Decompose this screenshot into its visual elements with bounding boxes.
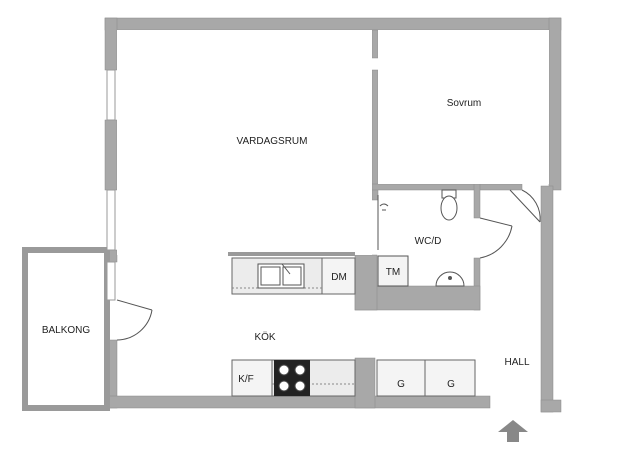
cabinet-2 <box>424 359 476 397</box>
bathroom-fixtures <box>377 189 465 287</box>
fridge-box <box>231 359 273 397</box>
label-kitchen: KÖK <box>254 331 275 343</box>
label-cabinet-1: G <box>397 379 405 390</box>
wall-right-hall <box>540 185 554 413</box>
balcony <box>22 247 110 411</box>
label-washer: TM <box>386 267 400 278</box>
label-bathroom: WC/D <box>415 236 442 247</box>
kitchen-upper-counter <box>228 252 356 295</box>
wall-bedroom-bottom <box>371 183 523 191</box>
toilet-icon <box>440 195 458 221</box>
shower-icon <box>379 203 389 211</box>
wall-kitchen-partition <box>354 254 378 311</box>
windows-left <box>106 69 116 301</box>
label-bedroom: Sovrum <box>447 98 481 109</box>
wall-bedroom-left <box>371 29 379 59</box>
wall-cabinet-block <box>354 357 376 409</box>
label-living: VARDAGSRUM <box>237 136 308 147</box>
label-dishwasher: DM <box>331 272 347 283</box>
entrance-arrow-icon <box>498 420 528 442</box>
hall-cabinets <box>376 359 476 397</box>
bedroom-floor <box>378 30 549 184</box>
wall-left-mid <box>104 119 118 191</box>
stove-icon <box>274 360 310 396</box>
bedroom-door <box>509 189 541 223</box>
wall-bottom-left <box>104 395 491 409</box>
label-balcony: BALKONG <box>42 325 91 336</box>
wall-top <box>104 17 562 31</box>
label-cabinet-2: G <box>447 379 455 390</box>
wall-right-bedroom <box>548 17 562 191</box>
wall-left-upper <box>104 17 118 71</box>
balcony-door <box>116 299 153 341</box>
wall-bedroom-left-lower <box>371 69 379 201</box>
wall-bottom-right <box>540 399 562 413</box>
dishwasher-box <box>321 257 356 295</box>
kitchen-lower-counter <box>231 359 356 397</box>
sink-double-icon <box>257 263 305 289</box>
washer-box <box>377 255 409 287</box>
label-hall: HALL <box>504 357 529 368</box>
cabinet-1 <box>376 359 426 397</box>
wall-bath-right <box>473 183 481 219</box>
bathroom-door <box>479 217 513 259</box>
living-floor <box>117 30 372 255</box>
label-fridge: K/F <box>238 374 254 385</box>
